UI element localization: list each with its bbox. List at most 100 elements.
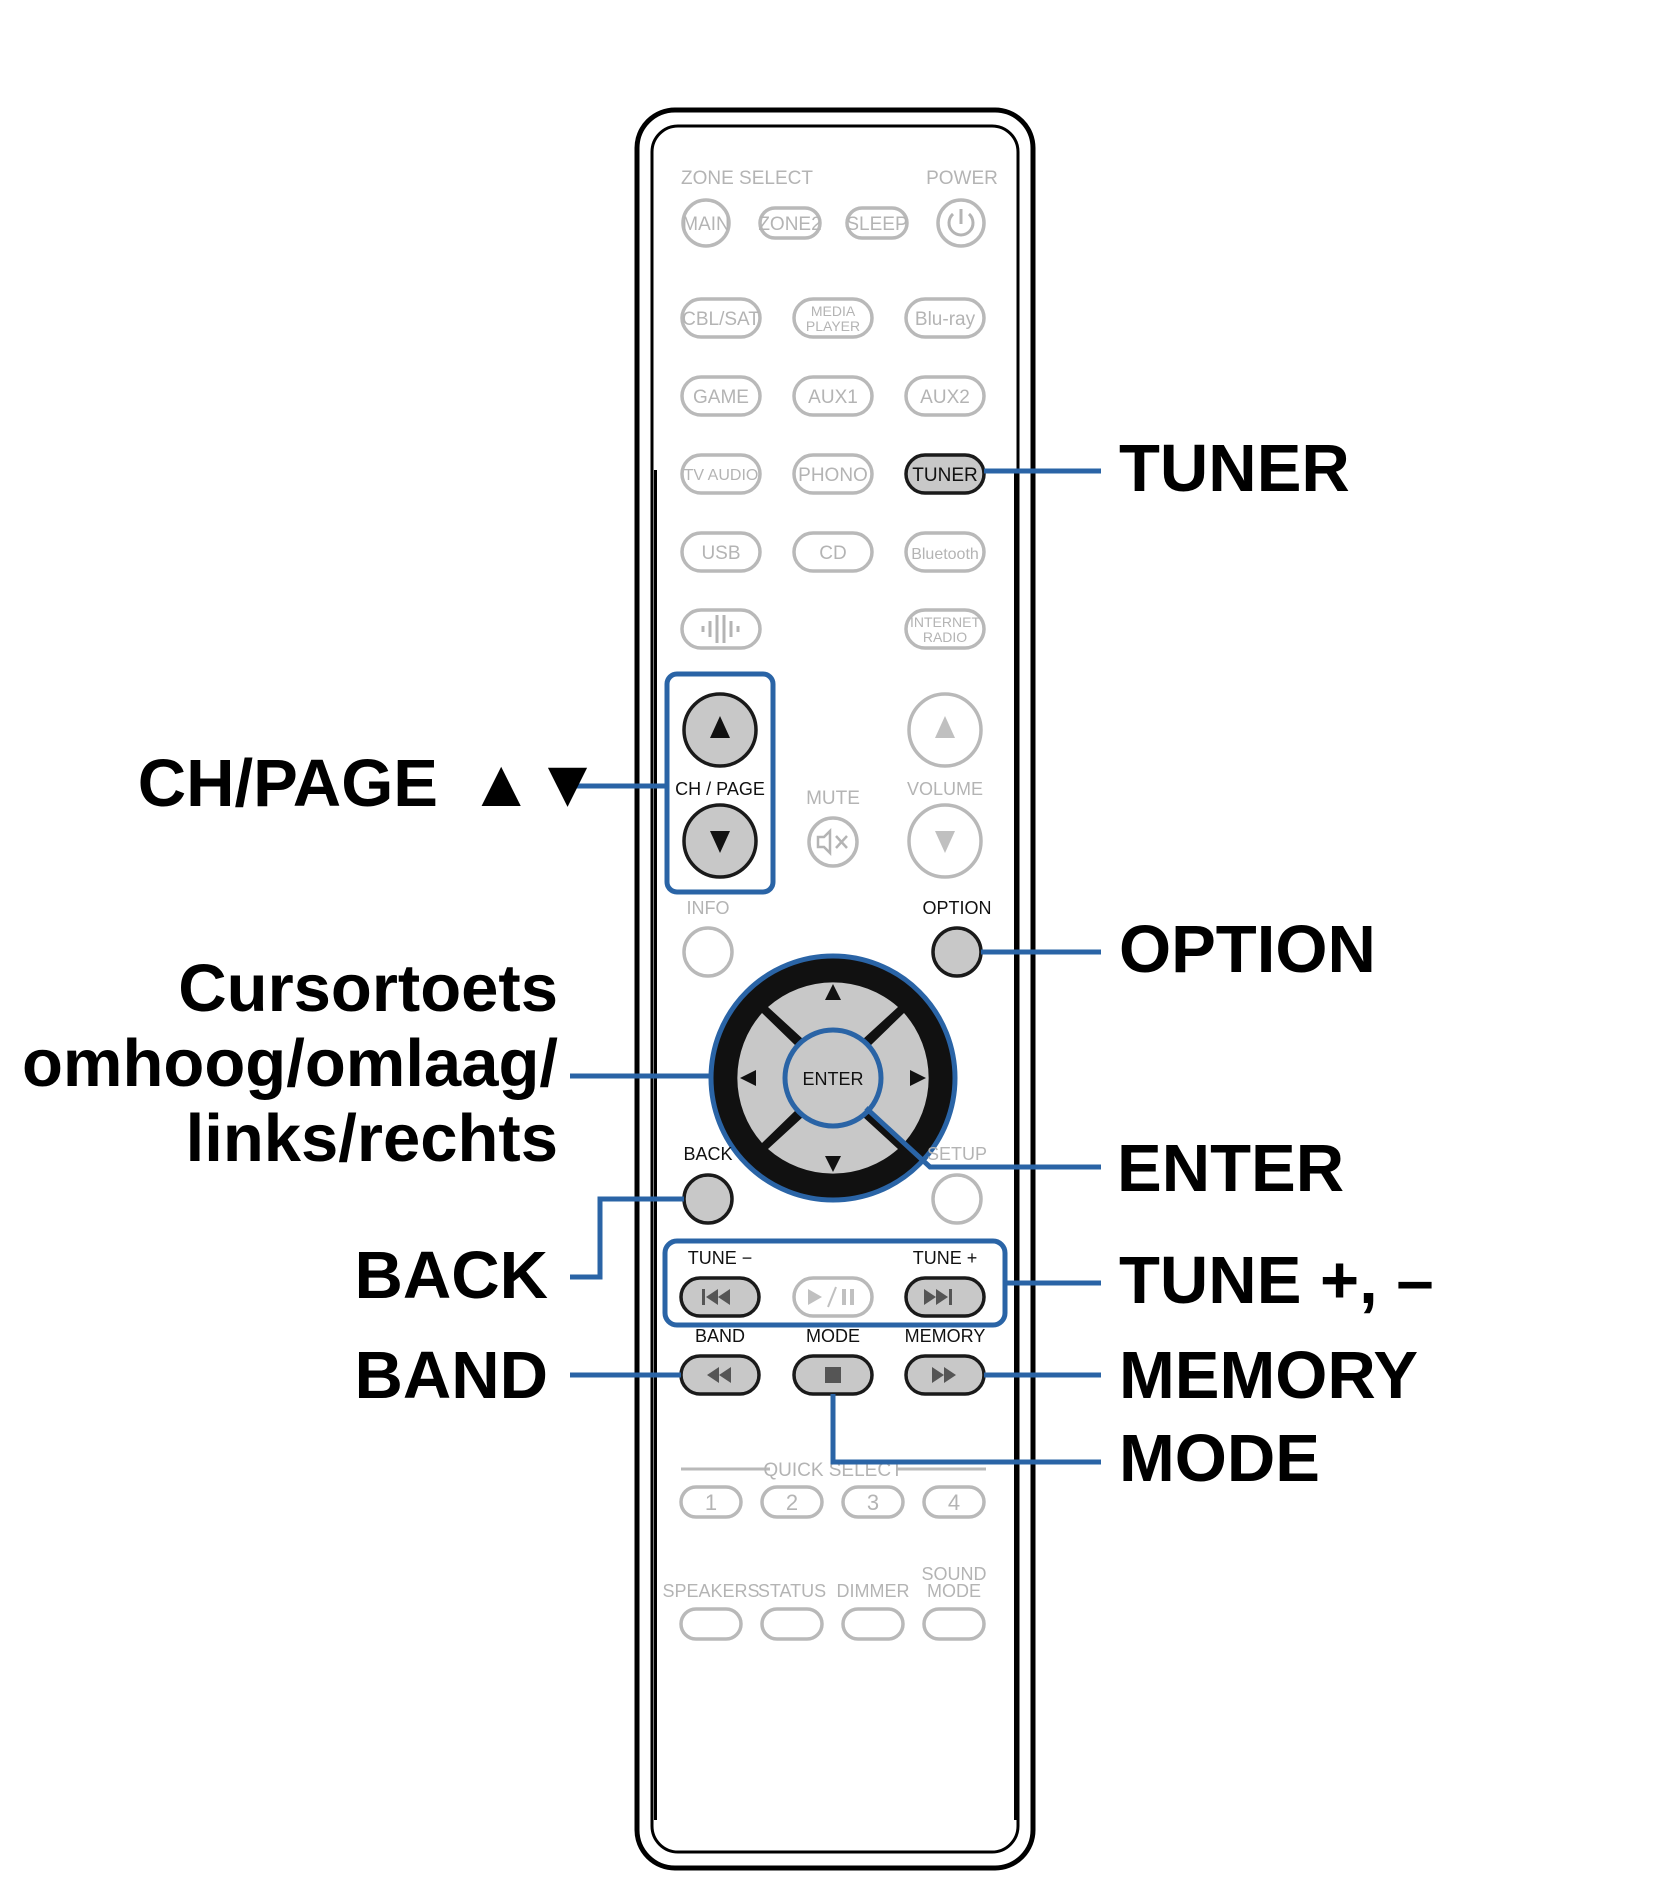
callout-back: BACK — [354, 1238, 548, 1313]
status-button[interactable] — [760, 1607, 824, 1641]
sound-mode-button[interactable] — [922, 1607, 986, 1641]
tune-minus-label: TUNE − — [688, 1248, 753, 1268]
tv-audio-button[interactable]: TV AUDIO — [680, 453, 762, 495]
callout-ch-page: CH/PAGE — [138, 746, 438, 821]
setup-button[interactable] — [931, 1173, 983, 1225]
volume-up-button[interactable] — [907, 692, 983, 768]
enter-button[interactable]: ENTER — [782, 1027, 884, 1129]
info-label: INFO — [687, 898, 730, 918]
heos-button[interactable] — [680, 608, 762, 650]
leader-mode — [830, 1394, 1101, 1465]
play-pause-button[interactable] — [792, 1276, 874, 1318]
callout-option: OPTION — [1119, 912, 1376, 987]
arrow-left-icon — [740, 1070, 756, 1086]
mute-label: MUTE — [806, 788, 860, 809]
quick-select-3-button[interactable]: 3 — [841, 1485, 905, 1519]
status-label: STATUS — [758, 1581, 826, 1601]
cursor-up-button[interactable] — [768, 982, 898, 1040]
setup-label: SETUP — [927, 1144, 987, 1164]
callout-mode: MODE — [1119, 1421, 1320, 1496]
tune-minus-button[interactable] — [679, 1276, 761, 1318]
ch-page-down-button[interactable] — [682, 803, 758, 879]
dimmer-button[interactable] — [841, 1607, 905, 1641]
usb-button[interactable]: USB — [680, 531, 762, 573]
arrow-up-icon — [825, 984, 841, 1000]
memory-button[interactable] — [904, 1354, 986, 1396]
svg-text:MAIN: MAIN — [682, 214, 730, 235]
svg-text:2: 2 — [786, 1490, 798, 1515]
svg-text:CBL/SAT: CBL/SAT — [682, 309, 760, 330]
bluetooth-button[interactable]: Bluetooth — [904, 531, 986, 573]
tune-plus-label: TUNE + — [913, 1248, 978, 1268]
triangle-up-icon — [710, 716, 730, 738]
triangle-up-icon — [935, 716, 955, 738]
svg-text:USB: USB — [701, 543, 740, 564]
bluray-button[interactable]: Blu-ray — [904, 297, 986, 339]
fast-forward-icon — [932, 1367, 956, 1383]
skip-forward-icon — [924, 1289, 952, 1305]
game-button[interactable]: GAME — [680, 375, 762, 417]
svg-text:ENTER: ENTER — [802, 1069, 863, 1089]
quick-select-1-button[interactable]: 1 — [679, 1485, 743, 1519]
arrow-down-icon — [825, 1156, 841, 1172]
zone-select-label: ZONE SELECT — [681, 168, 813, 189]
callout-cursor-line3: links/rechts — [186, 1101, 558, 1176]
speakers-label: SPEAKERS — [662, 1581, 759, 1601]
power-button[interactable] — [936, 198, 986, 248]
back-button[interactable] — [682, 1173, 734, 1225]
svg-text:MEDIA: MEDIA — [811, 303, 856, 319]
tuner-button[interactable]: TUNER — [904, 453, 986, 495]
dimmer-label: DIMMER — [837, 1581, 910, 1601]
callout-ch-page-arrows: ▲▼ — [468, 746, 601, 821]
ch-page-up-button[interactable] — [682, 692, 758, 768]
zone2-button[interactable]: ZONE2 — [758, 206, 822, 240]
aux2-button[interactable]: AUX2 — [904, 375, 986, 417]
callout-tune: TUNE +, – — [1119, 1243, 1434, 1318]
memory-label: MEMORY — [905, 1326, 986, 1346]
internet-radio-button[interactable]: INTERNET RADIO — [904, 608, 986, 650]
play-pause-icon — [808, 1286, 854, 1308]
sleep-button[interactable]: SLEEP — [845, 206, 909, 240]
quick-select-2-button[interactable]: 2 — [760, 1485, 824, 1519]
tune-plus-button[interactable] — [904, 1276, 986, 1318]
phono-button[interactable]: PHONO — [792, 453, 874, 495]
callout-cursor-line2: omhoog/omlaag/ — [22, 1026, 558, 1101]
option-label: OPTION — [922, 898, 991, 918]
quick-select-4-button[interactable]: 4 — [922, 1485, 986, 1519]
svg-text:TUNER: TUNER — [912, 465, 977, 486]
cursor-left-button[interactable] — [737, 1013, 796, 1143]
volume-label: VOLUME — [907, 779, 983, 799]
svg-text:4: 4 — [948, 1490, 960, 1515]
speakers-button[interactable] — [679, 1607, 743, 1641]
cbl-sat-button[interactable]: CBL/SAT — [680, 297, 762, 339]
cd-button[interactable]: CD — [792, 531, 874, 573]
arrow-right-icon — [910, 1070, 926, 1086]
band-button[interactable] — [679, 1354, 761, 1396]
svg-text:CD: CD — [819, 543, 846, 564]
leader-lines — [570, 468, 1101, 1465]
svg-text:ZONE2: ZONE2 — [758, 214, 821, 235]
back-label: BACK — [683, 1144, 732, 1164]
aux1-button[interactable]: AUX1 — [792, 375, 874, 417]
triangle-down-icon — [710, 831, 730, 853]
cursor-right-button[interactable] — [870, 1013, 929, 1143]
power-label: POWER — [926, 168, 998, 189]
mute-icon — [816, 827, 848, 857]
leader-enter — [864, 1106, 1101, 1170]
ch-page-label: CH / PAGE — [675, 779, 765, 799]
media-player-button[interactable]: MEDIA PLAYER — [792, 297, 874, 339]
leader-back — [570, 1196, 684, 1280]
volume-down-button[interactable] — [907, 803, 983, 879]
option-button[interactable] — [931, 926, 983, 978]
info-button[interactable] — [682, 926, 734, 978]
mode-button[interactable] — [792, 1354, 874, 1396]
mute-button[interactable] — [807, 816, 859, 868]
svg-text:Bluetooth: Bluetooth — [911, 546, 979, 563]
callout-band: BAND — [354, 1338, 548, 1413]
main-button[interactable]: MAIN — [681, 198, 731, 248]
cursor-down-button[interactable] — [768, 1116, 898, 1174]
heos-icon — [701, 615, 740, 643]
mode-label: MODE — [806, 1326, 860, 1346]
